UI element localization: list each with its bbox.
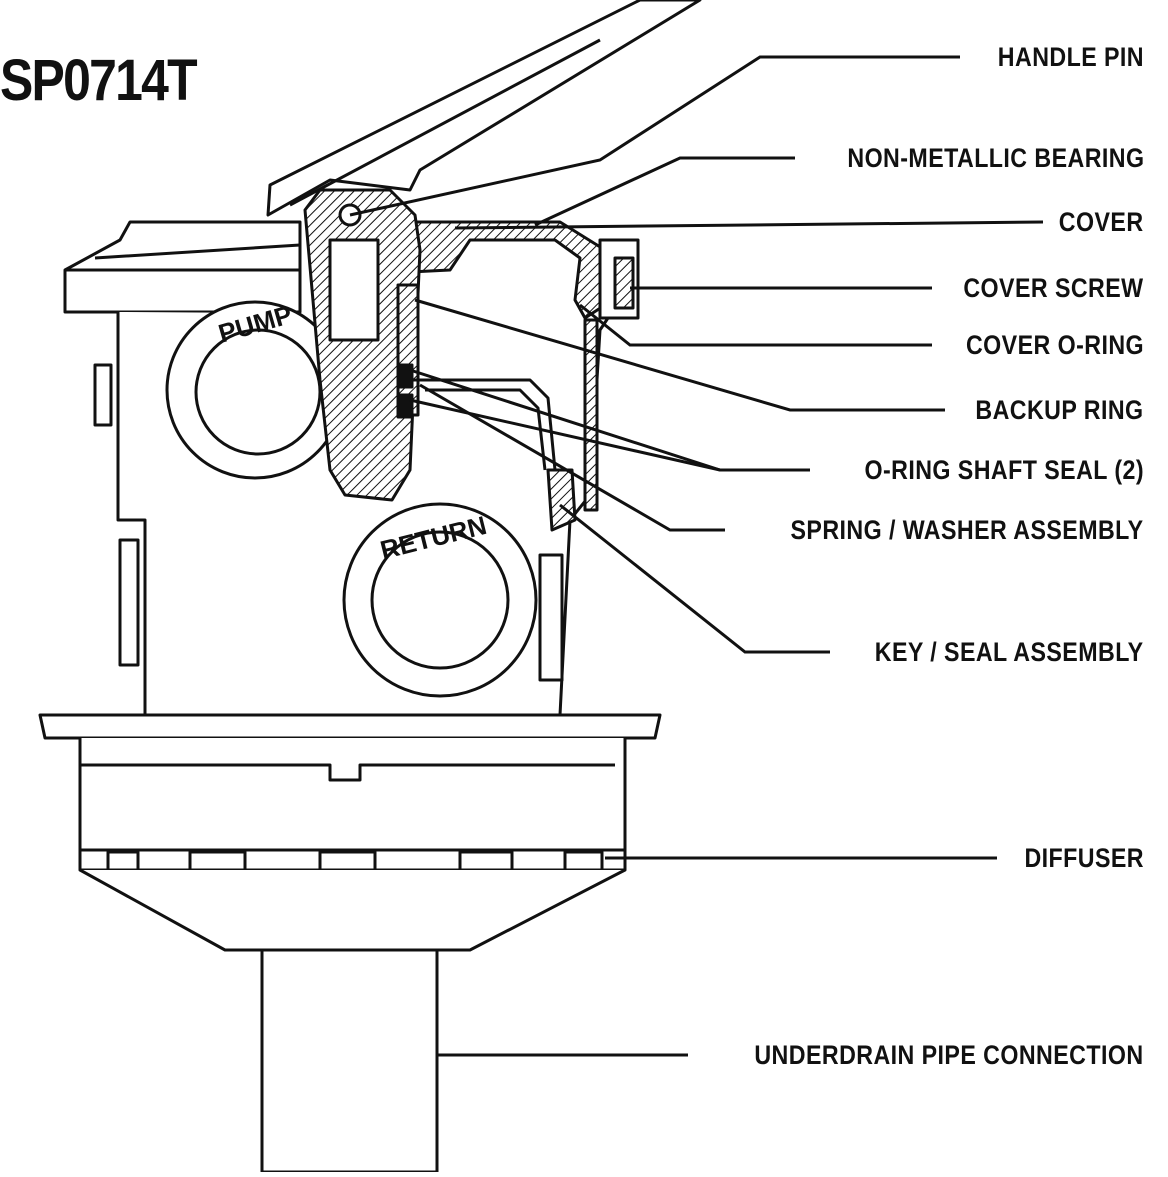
leader-key-seal: [559, 503, 830, 654]
callout-handle-pin: HANDLE PIN: [997, 42, 1144, 72]
callout-diffuser: DIFFUSER: [1024, 843, 1144, 873]
underdrain-pipe: [260, 948, 439, 1174]
leader-cover-oring: [579, 303, 932, 347]
leader-oring-shaft-2: [409, 398, 721, 472]
callout-cover-screw: COVER SCREW: [963, 273, 1144, 303]
leader-cover: [454, 220, 1044, 230]
key-seal: [546, 468, 577, 532]
callout-non-metallic-bearing: NON-METALLIC BEARING: [846, 143, 1144, 173]
cover: [408, 220, 607, 320]
model-title: SP0714T: [0, 48, 198, 113]
callout-key-seal-assembly: KEY / SEAL ASSEMBLY: [875, 637, 1144, 667]
callout-o-ring-shaft-seal: O-RING SHAFT SEAL (2): [864, 455, 1144, 485]
callout-cover-o-ring: COVER O-RING: [965, 330, 1144, 360]
leader-handle-pin: [349, 55, 960, 217]
callout-spring-washer-assembly: SPRING / WASHER ASSEMBLY: [790, 515, 1144, 545]
flange: [38, 713, 662, 740]
leader-backup-ring: [414, 298, 945, 412]
leader-spring: [419, 383, 725, 532]
callout-underdrain-pipe-connection: UNDERDRAIN PIPE CONNECTION: [754, 1040, 1144, 1070]
callout-backup-ring: BACKUP RING: [975, 395, 1144, 425]
cover-plate: [63, 220, 302, 314]
leader-bearing: [534, 156, 795, 227]
handle: [266, 0, 702, 217]
callout-cover: COVER: [1059, 207, 1144, 237]
